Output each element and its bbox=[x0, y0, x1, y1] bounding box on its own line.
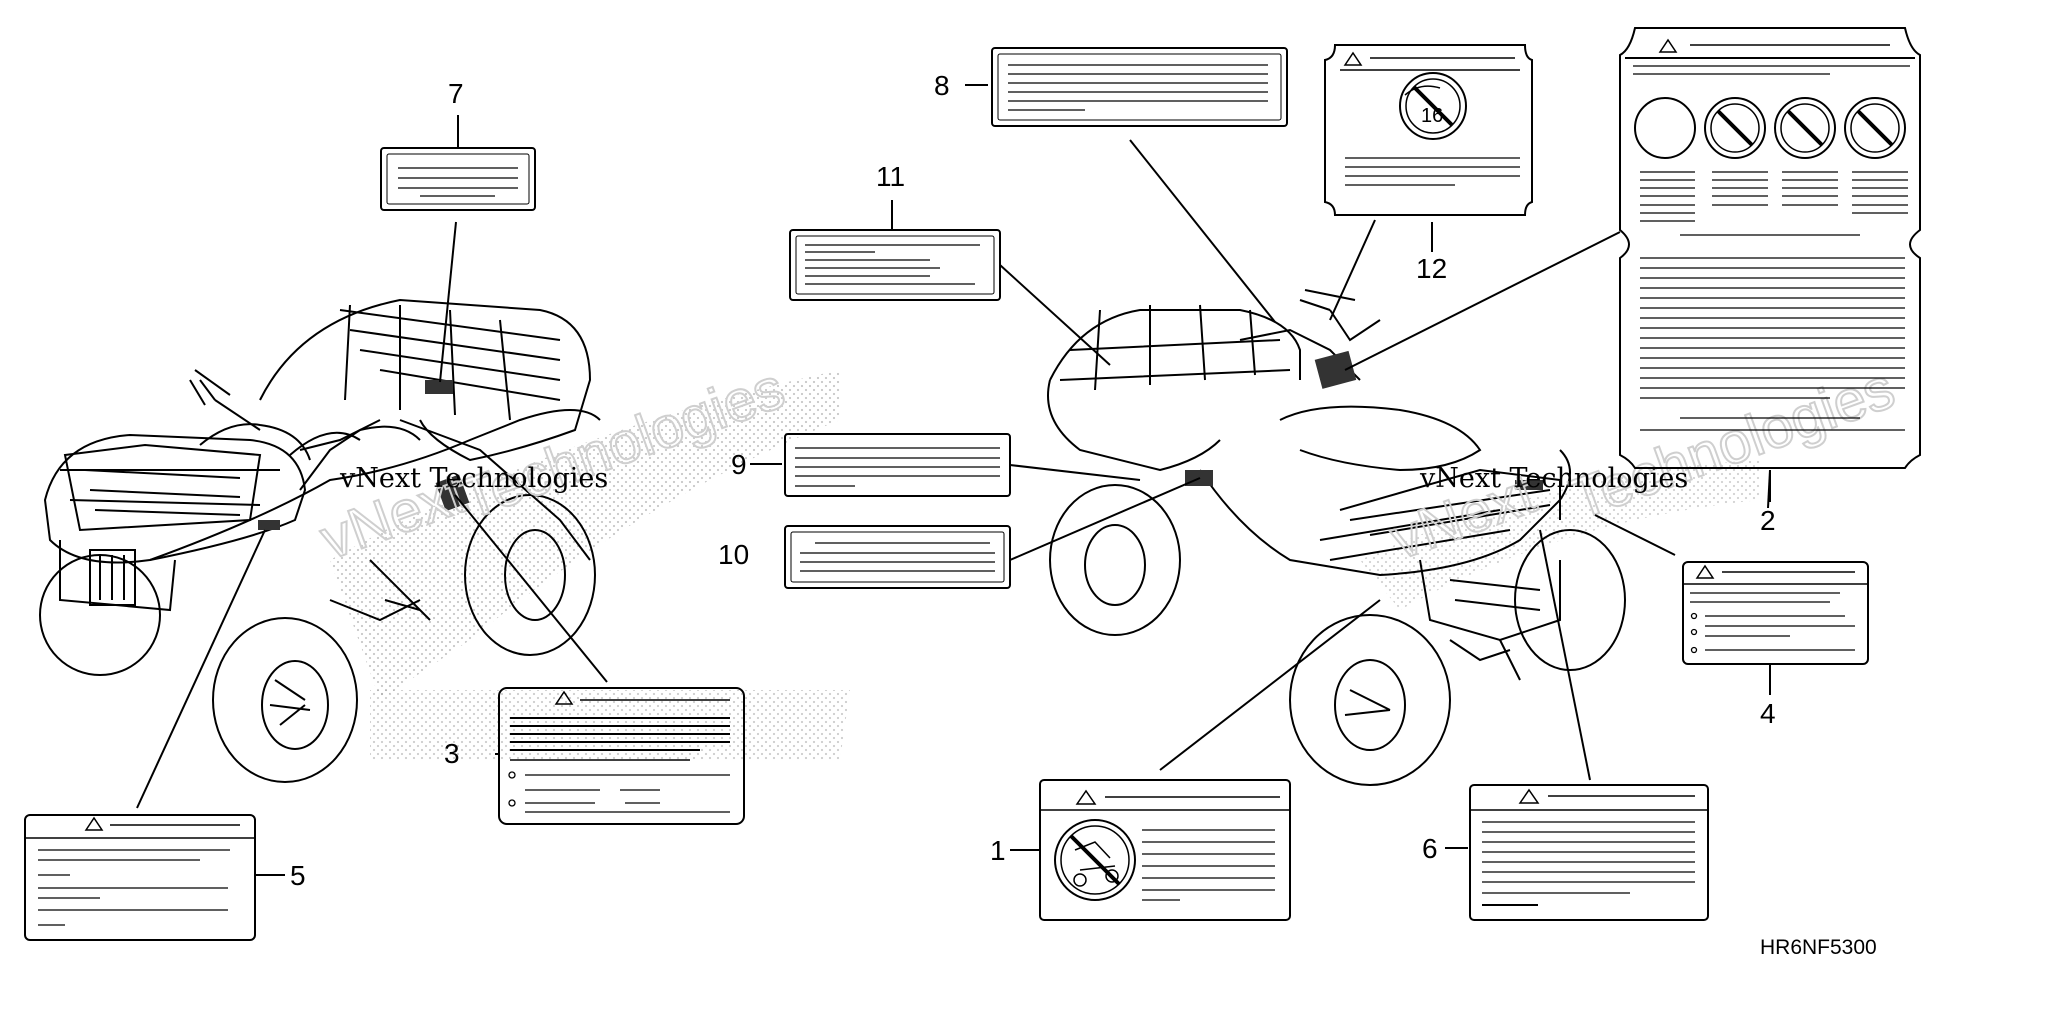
callout-11: 11 bbox=[876, 161, 905, 192]
label-12 bbox=[1324, 44, 1533, 216]
atv-right-illustration bbox=[1047, 289, 1626, 786]
label-9 bbox=[784, 433, 1011, 497]
label-4 bbox=[1682, 561, 1869, 665]
callout-8: 8 bbox=[934, 70, 950, 101]
label-7 bbox=[380, 147, 536, 211]
callout-2: 2 bbox=[1760, 505, 1776, 536]
label-2 bbox=[1619, 27, 1921, 469]
leader-lines bbox=[136, 84, 1771, 876]
label-12-sign-number: 16 bbox=[1421, 105, 1443, 127]
callout-7: 7 bbox=[448, 78, 464, 109]
callout-6: 6 bbox=[1422, 833, 1438, 864]
label-10 bbox=[784, 525, 1011, 589]
label-8 bbox=[991, 47, 1288, 127]
callout-3: 3 bbox=[444, 738, 460, 769]
label-6 bbox=[1469, 784, 1709, 921]
diagram-code: HR6NF5300 bbox=[1760, 936, 1877, 959]
watermark-text-left: vNext Technologies bbox=[339, 463, 608, 494]
watermark-dots-right bbox=[1360, 460, 1760, 610]
watermark-outline-right-2: Technologies bbox=[1562, 355, 1902, 532]
callout-1: 1 bbox=[990, 835, 1006, 866]
callout-4: 4 bbox=[1760, 698, 1776, 729]
label-11 bbox=[789, 229, 1001, 301]
callout-12: 12 bbox=[1416, 253, 1447, 284]
callout-9: 9 bbox=[731, 449, 747, 480]
label-3 bbox=[498, 687, 745, 825]
atv-left-illustration bbox=[39, 298, 601, 783]
label-1 bbox=[1039, 779, 1291, 921]
label-5 bbox=[24, 814, 256, 941]
watermark-dots-left bbox=[330, 370, 840, 700]
callout-5: 5 bbox=[290, 860, 306, 891]
callout-10: 10 bbox=[718, 539, 749, 570]
